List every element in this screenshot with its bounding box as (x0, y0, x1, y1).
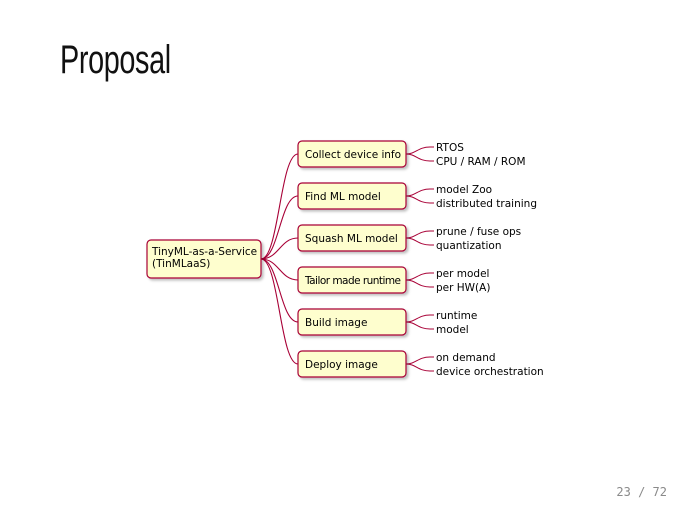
edge-root-to-collect-device-info (260, 153, 299, 260)
branch-label-squash-ml-model: Squash ML model (305, 233, 398, 245)
branch-node-build-image (297, 308, 407, 336)
leaf-label-on-demand: on demand (436, 352, 496, 364)
edge-squash-ml-model-to-prune-fuse-ops (405, 230, 431, 239)
root-node-label: (TinMLaaS) (152, 258, 210, 270)
branch-node-squash-ml-model (297, 224, 407, 252)
edge-deploy-image-to-on-demand (405, 356, 431, 365)
edge-find-ml-model-to-distributed-training (405, 195, 431, 204)
edge-root-to-find-ml-model (260, 195, 299, 260)
slide-title: Proposal (60, 38, 171, 82)
mindmap-nodes: TinyML-as-a-Service(TinMLaaS) Collect dev… (146, 140, 544, 378)
edge-build-image-to-model (405, 321, 431, 330)
edge-find-ml-model-to-model-zoo (405, 188, 431, 197)
leaf-label-per-model: per model (436, 268, 489, 280)
edge-collect-device-info-to-cpu-ram-rom (405, 153, 431, 162)
leaf-label-model: model (436, 324, 469, 336)
root-node-label: TinyML-as-a-Service (151, 246, 257, 258)
branch-label-tailor-made-runtime: Tailor made runtime (304, 275, 401, 287)
mindmap-edges (260, 146, 434, 372)
leaf-label-cpu-ram-rom: CPU / RAM / ROM (436, 156, 526, 168)
edge-root-to-build-image (260, 258, 299, 323)
branch-node-find-ml-model (297, 182, 407, 210)
edge-deploy-image-to-device-orchestration (405, 363, 431, 372)
edge-collect-device-info-to-rtos (405, 146, 431, 155)
branch-label-find-ml-model: Find ML model (305, 191, 381, 203)
leaf-label-model-zoo: model Zoo (436, 184, 492, 196)
edge-build-image-to-runtime (405, 314, 431, 323)
page-number: 23 / 72 (616, 485, 667, 499)
edge-tailor-made-runtime-to-per-hw-a (405, 279, 431, 288)
leaf-label-prune-fuse-ops: prune / fuse ops (436, 226, 521, 238)
root-node (146, 239, 262, 279)
edge-root-to-deploy-image (260, 258, 299, 365)
branch-label-build-image: Build image (305, 317, 367, 329)
branch-node-tailor-made-runtime (297, 266, 407, 294)
leaf-label-distributed-training: distributed training (436, 198, 537, 210)
branch-node-deploy-image (297, 350, 407, 378)
leaf-label-quantization: quantization (436, 240, 502, 252)
leaf-label-device-orchestration: device orchestration (436, 366, 544, 378)
branch-label-deploy-image: Deploy image (305, 359, 378, 371)
leaf-label-runtime: runtime (436, 310, 477, 322)
leaf-label-rtos: RTOS (436, 142, 464, 154)
leaf-label-per-hw-a: per HW(A) (436, 282, 490, 294)
edge-squash-ml-model-to-quantization (405, 237, 431, 246)
branch-label-collect-device-info: Collect device info (305, 149, 401, 161)
branch-node-collect-device-info (297, 140, 407, 168)
edge-root-to-squash-ml-model (260, 237, 299, 260)
edge-tailor-made-runtime-to-per-model (405, 272, 431, 281)
